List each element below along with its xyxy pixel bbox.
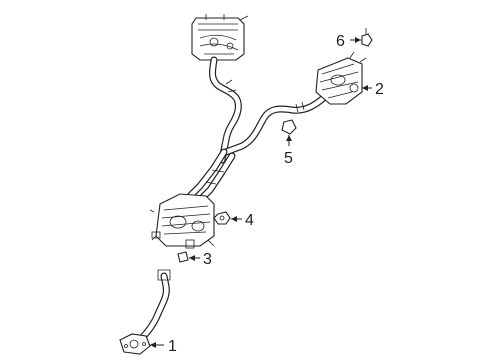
callout-5: 5 [284, 135, 293, 167]
left-tailpipe-section [208, 56, 242, 164]
callout-1-label: 1 [168, 338, 177, 355]
callout-4-label: 4 [245, 212, 254, 229]
callout-1: 1 [150, 338, 177, 355]
resonator-assembly [149, 193, 215, 249]
crossover-pipe [186, 148, 236, 204]
hanger-insulator [281, 119, 297, 135]
right-tailpipe-section [222, 88, 334, 156]
callout-2-label: 2 [375, 81, 384, 98]
right-rear-muffler [315, 51, 367, 105]
nut [213, 211, 231, 225]
clamp [177, 251, 189, 263]
front-pipe-flange [119, 333, 151, 355]
callout-3: 3 [189, 251, 212, 268]
front-pipe [136, 269, 171, 344]
callout-6: 6 [336, 33, 361, 50]
left-rear-muffler [191, 14, 249, 61]
callout-4: 4 [231, 212, 254, 229]
bolt [361, 28, 373, 47]
callout-2: 2 [362, 81, 384, 98]
callout-3-label: 3 [203, 251, 212, 268]
callout-6-label: 6 [336, 33, 345, 50]
callout-5-label: 5 [284, 150, 293, 167]
